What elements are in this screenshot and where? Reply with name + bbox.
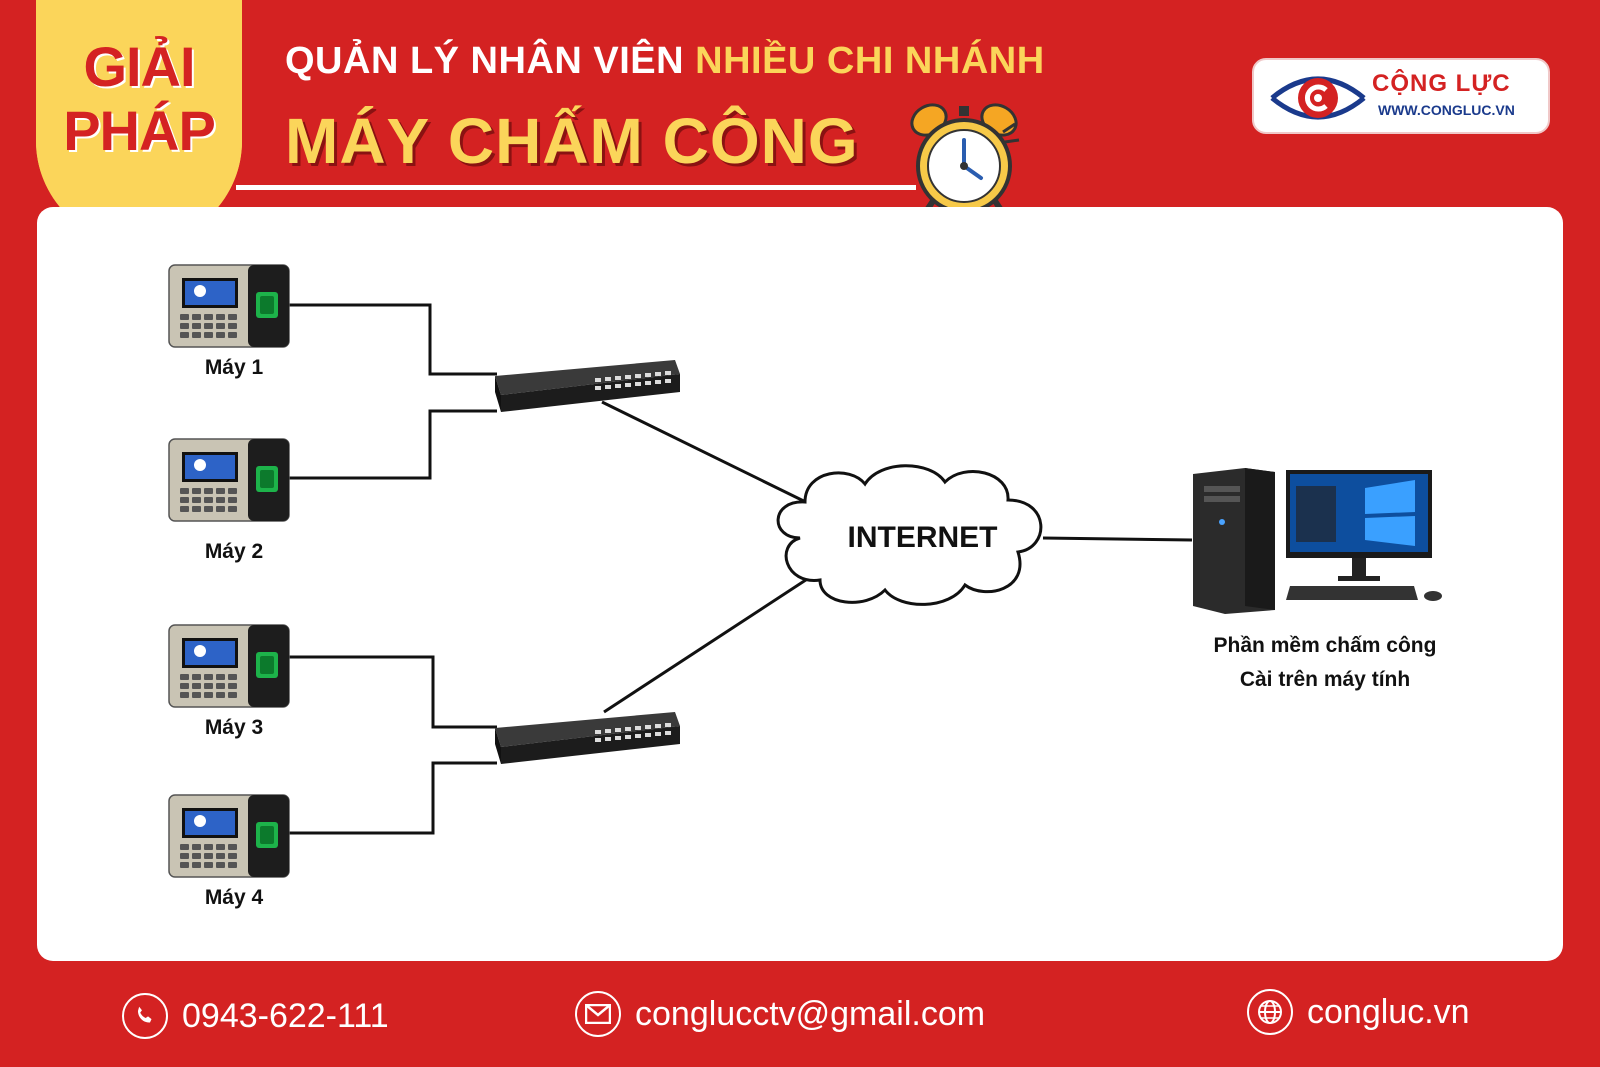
attendance-machine-icon-3 [168,624,290,708]
page-title: MÁY CHẤM CÔNG [285,105,859,177]
headline-subtitle: QUẢN LÝ NHÂN VIÊN NHIỀU CHI NHÁNH [285,40,1045,83]
line-device1-switch1 [288,303,497,376]
footer-phone[interactable]: 0943-622-111 [122,990,389,1042]
phone-number: 0943-622-111 [182,996,389,1035]
software-label-line1: Phần mềm chấm công [1213,634,1437,657]
phone-icon [122,993,168,1039]
eye-logo-icon [1270,76,1366,120]
line-internet-computer [1042,536,1193,542]
device-label-4: Máy 4 [204,886,264,909]
device-label-1: Máy 1 [204,356,264,379]
line-device3-switch2 [288,655,497,729]
internet-cloud-icon [776,464,1043,606]
line-device4-switch2 [288,761,497,835]
attendance-machine-icon-2 [168,438,290,522]
connection-lines [288,303,1193,835]
line-device2-switch1 [288,409,497,480]
attendance-machine-icon-1 [168,264,290,348]
globe-icon [1247,989,1293,1035]
footer-website[interactable]: congluc.vn [1247,986,1470,1038]
solution-badge: GIẢI PHÁP [36,0,242,244]
badge-line-1: GIẢI [83,35,195,98]
mail-icon [575,991,621,1037]
attendance-machine-icon-4 [168,794,290,878]
network-switch-2 [495,712,680,764]
company-logo[interactable]: CỘNG LỰC WWW.CONGLUC.VN [1252,58,1550,134]
website-url: congluc.vn [1307,992,1470,1031]
line-switch2-internet [603,570,819,714]
alarm-clock-icon [910,103,1020,219]
computer-icon [1193,468,1442,614]
device-label-3: Máy 3 [204,716,264,739]
network-switch-1 [495,360,680,412]
software-label-line2: Cài trên máy tính [1239,668,1411,691]
line-switch1-internet [601,400,819,510]
badge-line-2: PHÁP [63,99,216,162]
title-underline [236,185,916,190]
footer-email[interactable]: conglucctv@gmail.com [575,988,985,1040]
device-label-2: Máy 2 [204,540,264,563]
logo-url: WWW.CONGLUC.VN [1378,102,1515,118]
internet-label: INTERNET [847,521,998,554]
headline-part-2: NHIỀU CHI NHÁNH [695,40,1045,82]
email-address: conglucctv@gmail.com [635,994,986,1033]
logo-name: CỘNG LỰC [1372,70,1511,97]
headline-part-1: QUẢN LÝ NHÂN VIÊN [285,40,696,82]
